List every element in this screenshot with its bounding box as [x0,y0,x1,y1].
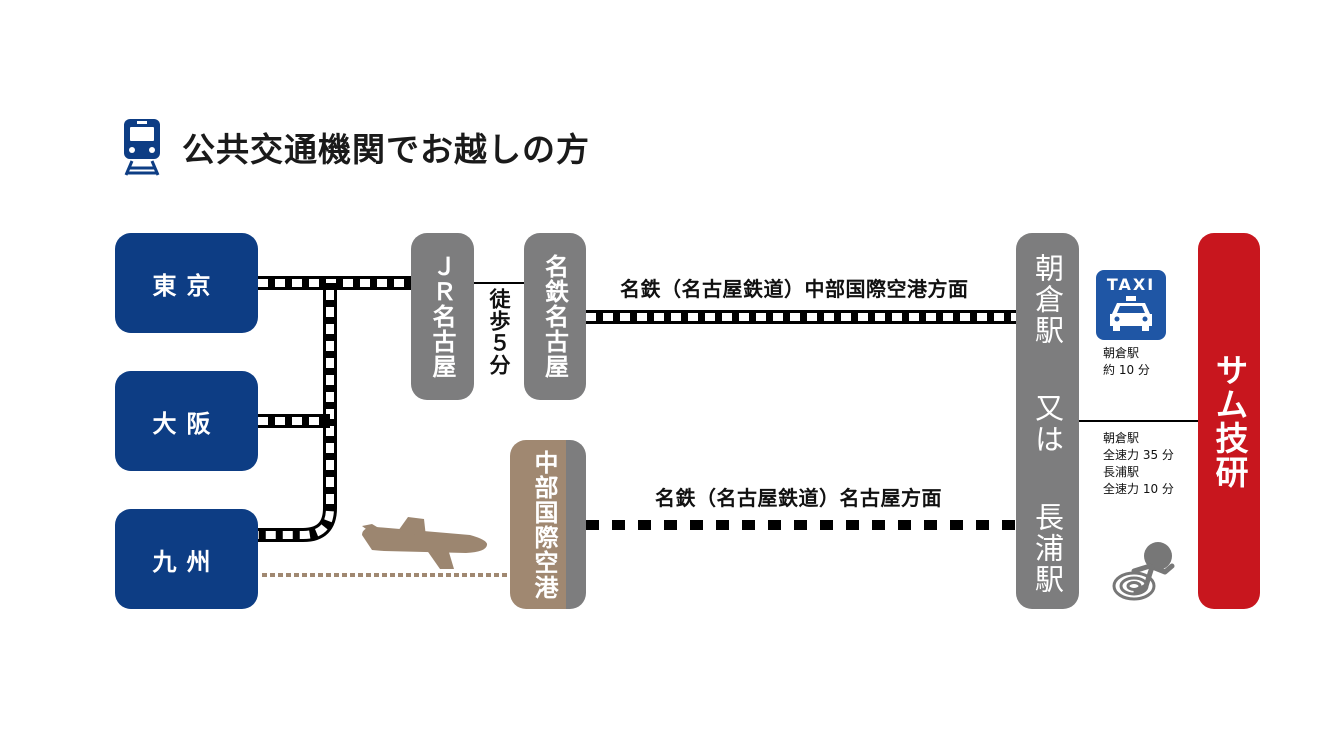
taxi-badge: TAXI [1096,270,1166,340]
station-jr-nagoya: ＪＲ名古屋 [411,233,474,400]
route-label-lower: 名鉄（名古屋鉄道）名古屋方面 [655,486,942,510]
city-osaka-label: 大阪 [152,409,221,438]
city-kyushu: 九州 [115,509,258,609]
walk-note-line1: 朝倉駅 [1103,431,1140,445]
station-jr-nagoya-label: ＪＲ名古屋 [428,254,456,379]
airplane-icon [362,517,488,569]
walk-note-line4: 全速力 10 分 [1103,482,1174,496]
station-meitetsu-nagoya: 名鉄名古屋 [524,233,586,400]
station-centrair-label: 中部国際空港 [530,449,558,600]
page-heading: 公共交通機関でお越しの方 [122,116,590,178]
walk-note-line2: 全速力 35 分 [1103,448,1174,462]
city-tokyo-label: 東京 [152,271,221,300]
station-meitetsu-nagoya-label: 名鉄名古屋 [540,254,569,379]
rail-trunk-vertical [258,283,337,542]
station-centrair: 中部国際空港 [510,440,586,609]
route-label-upper: 名鉄（名古屋鉄道）中部国際空港方面 [620,277,969,301]
walk-note: 朝倉駅 全速力 35 分 長浦駅 全速力 10 分 [1103,430,1174,498]
running-person-icon [1112,542,1175,601]
taxi-note-line1: 朝倉駅 [1103,346,1140,360]
destination-samu-giken: サム技研 [1198,233,1260,609]
station-nagaura-label: 長浦駅 [1030,502,1065,595]
taxi-note: 朝倉駅 約 10 分 [1103,345,1150,379]
walk-note-line3: 長浦駅 [1103,465,1140,479]
city-osaka: 大阪 [115,371,258,471]
taxi-badge-text: TAXI [1106,275,1156,294]
taxi-note-line2: 約 10 分 [1103,363,1150,377]
city-tokyo: 東京 [115,233,258,333]
city-kyushu-label: 九州 [152,547,221,576]
train-icon [124,119,160,176]
taxi-car-icon [1110,296,1152,331]
page-title: 公共交通機関でお越しの方 [182,130,590,169]
station-asakura-label: 朝倉駅 [1030,253,1065,346]
destination-label: サム技研 [1210,353,1249,489]
station-asakura-nagaura: 朝倉駅 又は 長浦駅 [1016,233,1079,609]
station-or-label: 又は [1030,393,1065,455]
walk-time-label: 徒歩５分 [487,288,511,376]
